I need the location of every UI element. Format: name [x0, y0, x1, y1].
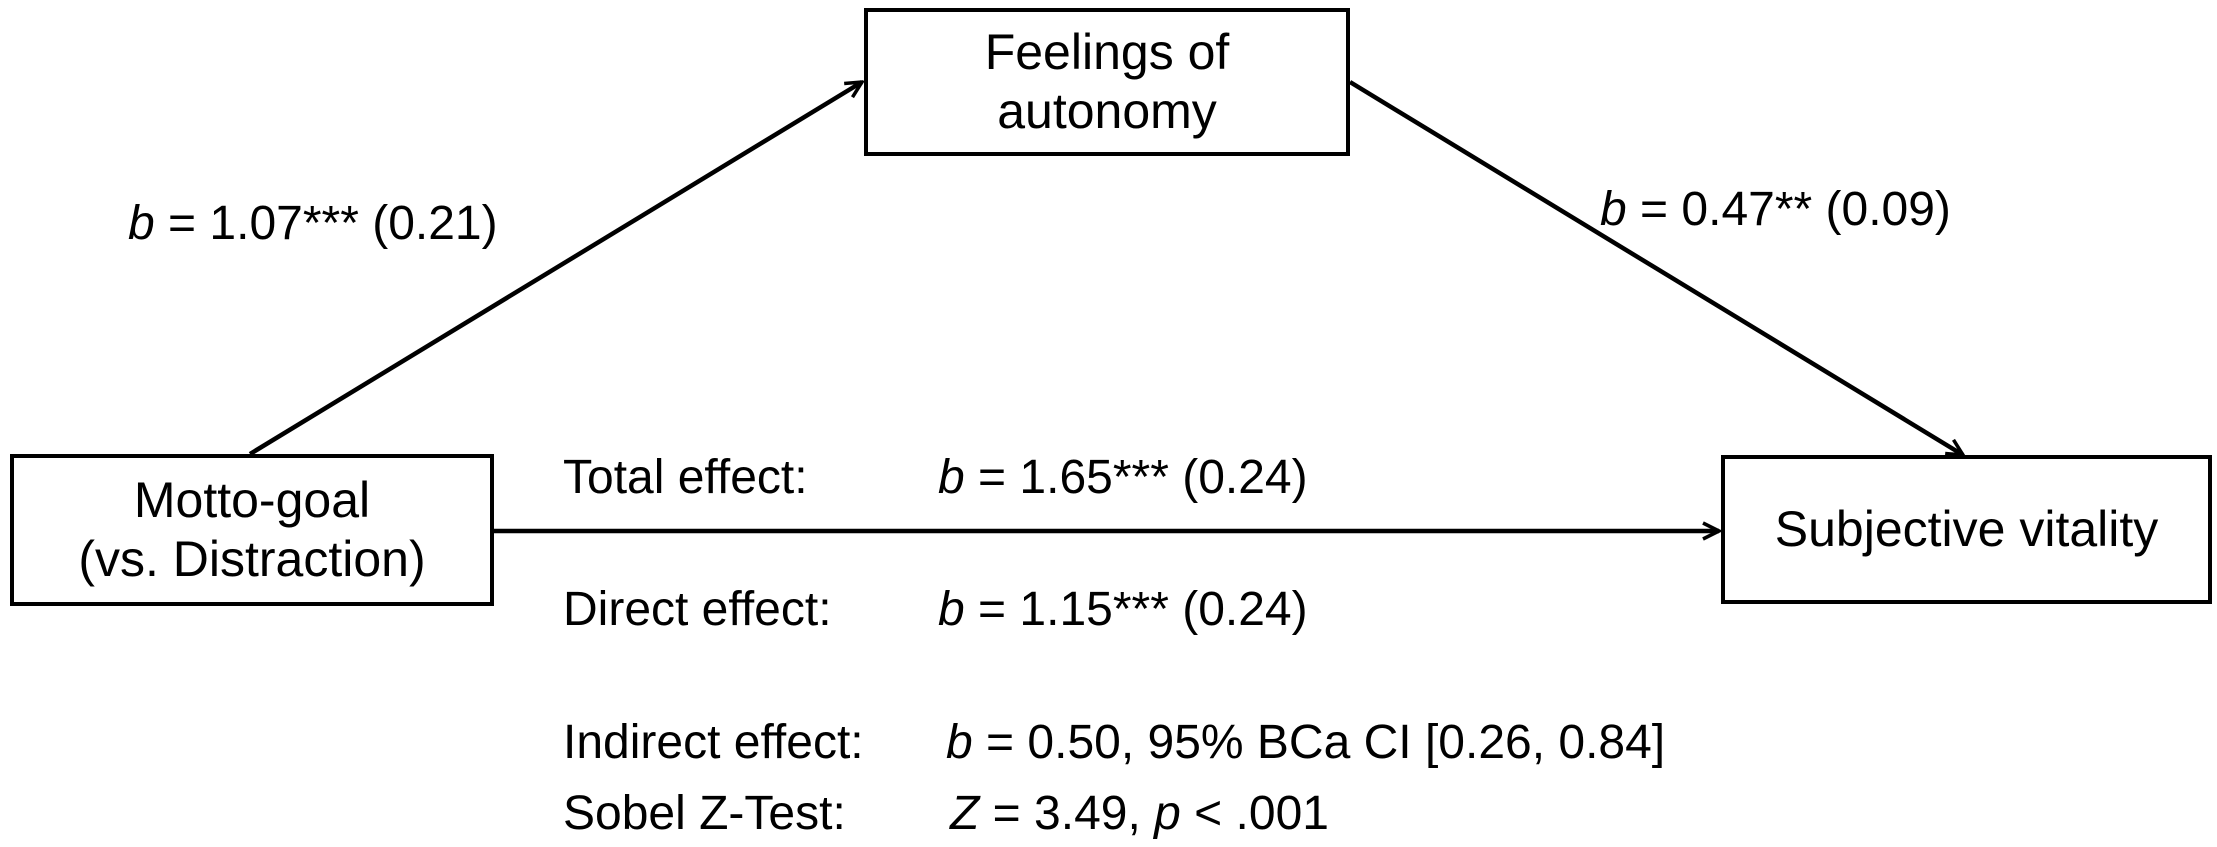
path-a-value: = 1.07*** (0.21) [154, 197, 498, 250]
direct-effect-stat: b [938, 583, 965, 636]
path-b-arrow [1348, 80, 1963, 455]
sobel-z-value: = 3.49, [979, 787, 1155, 840]
path-a-coefficient: b = 1.07*** (0.21) [128, 200, 498, 248]
sobel-p-value: < .001 [1180, 787, 1329, 840]
path-b-coefficient: b = 0.47** (0.09) [1600, 186, 1951, 234]
mediator-label-line1: Feelings of [984, 24, 1230, 80]
sobel-test-value: Z = 3.49, p < .001 [950, 790, 1329, 838]
path-a-arrow [248, 82, 862, 456]
mediator-label-line2: autonomy [997, 83, 1217, 139]
predictor-node-motto-goal: Motto-goal (vs. Distraction) [10, 454, 494, 606]
outcome-label: Subjective vitality [1774, 501, 2159, 557]
indirect-effect-value: b = 0.50, 95% BCa CI [0.26, 0.84] [946, 719, 1665, 767]
indirect-effect-number: = 0.50, 95% BCa CI [0.26, 0.84] [972, 716, 1666, 769]
direct-effect-number: = 1.15*** (0.24) [964, 583, 1308, 636]
sobel-z-stat: Z [950, 787, 980, 840]
total-effect-label: Total effect: [563, 451, 808, 504]
path-a-stat: b [128, 197, 155, 250]
total-effect-number: = 1.65*** (0.24) [964, 451, 1308, 504]
predictor-label-line1: Motto-goal [133, 472, 371, 528]
sobel-test-label: Sobel Z-Test: [563, 787, 846, 840]
sobel-p-stat: p [1154, 787, 1181, 840]
mediator-node-feelings-of-autonomy: Feelings of autonomy [864, 8, 1350, 156]
outcome-node-subjective-vitality: Subjective vitality [1721, 455, 2212, 604]
total-effect-value: b = 1.65*** (0.24) [938, 454, 1308, 502]
total-effect-stat: b [938, 451, 965, 504]
direct-effect-value: b = 1.15*** (0.24) [938, 586, 1308, 634]
indirect-effect-label: Indirect effect: [563, 716, 864, 769]
indirect-effect-stat: b [946, 716, 973, 769]
path-b-stat: b [1600, 183, 1627, 236]
direct-effect-label: Direct effect: [563, 583, 832, 636]
path-b-value: = 0.47** (0.09) [1626, 183, 1951, 236]
predictor-label-line2: (vs. Distraction) [78, 531, 426, 587]
